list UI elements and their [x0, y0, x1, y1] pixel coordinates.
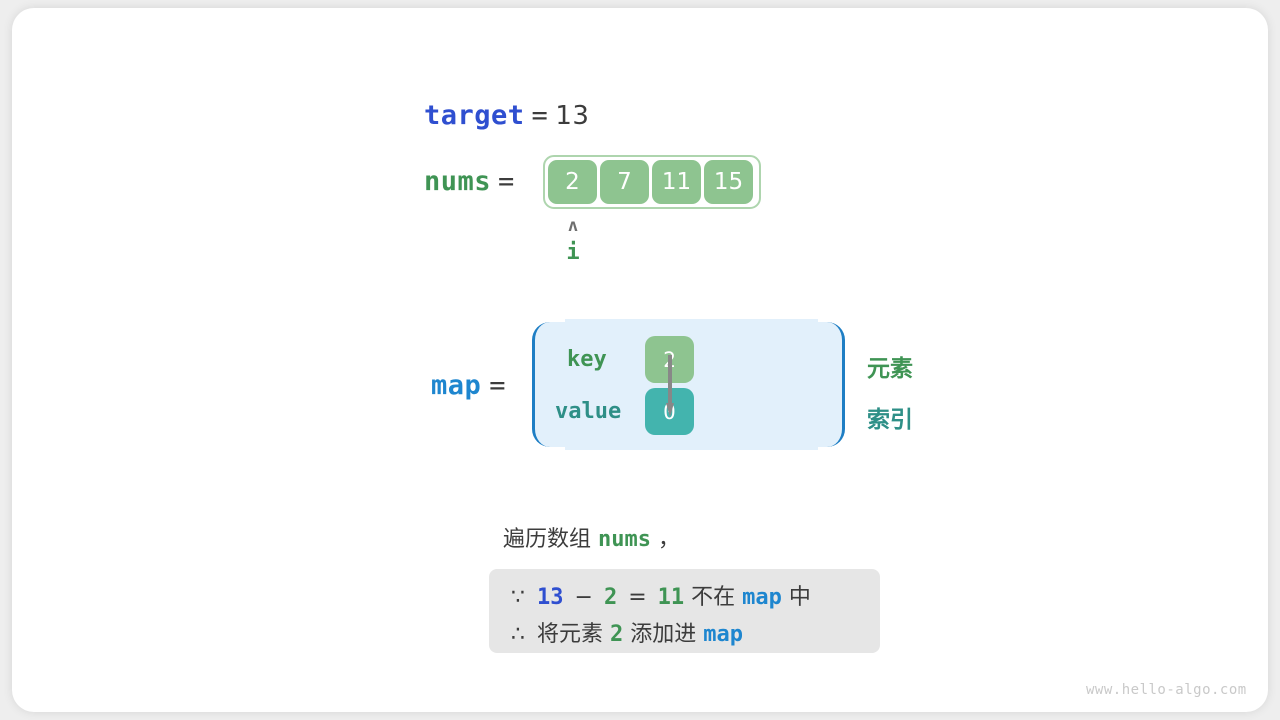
because-symbol: ∵ — [511, 585, 525, 610]
note-not-in-text: 不在 — [691, 585, 736, 610]
nums-variable-name: nums — [424, 166, 492, 197]
caption-prefix: 遍历数组 — [503, 527, 592, 552]
target-row: target=13 — [424, 100, 589, 131]
target-equals-sign: = — [531, 100, 549, 131]
array-cell: 7 — [600, 160, 649, 204]
note-minus-sign: − — [574, 585, 593, 610]
map-equals-sign: = — [489, 370, 507, 401]
caption-suffix: ， — [658, 527, 681, 552]
index-pointer-label: i — [566, 240, 580, 265]
array-cell: 15 — [704, 160, 753, 204]
index-caret-icon: ʌ — [567, 216, 579, 236]
map-key-cell: 2 — [645, 336, 694, 383]
therefore-symbol: ∴ — [511, 622, 525, 647]
note-map-word: map — [703, 622, 744, 647]
nums-row-label: nums= — [424, 166, 515, 197]
note-add-middle: 添加进 — [630, 622, 697, 647]
map-value-cell: 0 — [645, 388, 694, 435]
nums-array: 2 7 11 15 — [543, 155, 761, 209]
note-added-value: 2 — [610, 622, 624, 647]
legend-element-label: 元素 — [867, 356, 913, 382]
note-line-1: ∵ 13 − 2 = 11 不在 map 中 — [511, 579, 858, 616]
map-row-label: map= — [431, 370, 506, 401]
array-cell: 11 — [652, 160, 701, 204]
illustration-card: target=13 nums= 2 7 11 15 ʌ i map= key v… — [12, 8, 1268, 712]
map-value-label: value — [555, 399, 622, 424]
note-box: ∵ 13 − 2 = 11 不在 map 中 ∴ 将元素 2 添加进 map — [489, 569, 880, 653]
target-value: 13 — [555, 101, 590, 131]
caption-code: nums — [598, 527, 651, 552]
note-equals-sign: = — [628, 585, 647, 610]
target-variable-name: target — [424, 100, 525, 131]
map-variable-name: map — [431, 370, 482, 401]
note-add-prefix: 将元素 — [537, 622, 604, 647]
note-line-2: ∴ 将元素 2 添加进 map — [511, 616, 858, 653]
note-target-value: 13 — [537, 585, 564, 610]
note-complement-value: 11 — [657, 585, 685, 610]
nums-equals-sign: = — [498, 166, 515, 197]
map-key-label: key — [567, 347, 607, 372]
legend-index-label: 索引 — [867, 407, 913, 433]
note-in-suffix: 中 — [788, 585, 811, 610]
watermark: www.hello-algo.com — [1086, 682, 1247, 698]
array-cell: 2 — [548, 160, 597, 204]
note-map-word: map — [742, 585, 782, 610]
note-current-value: 2 — [603, 585, 618, 610]
caption-text: 遍历数组 nums ， — [503, 521, 680, 553]
